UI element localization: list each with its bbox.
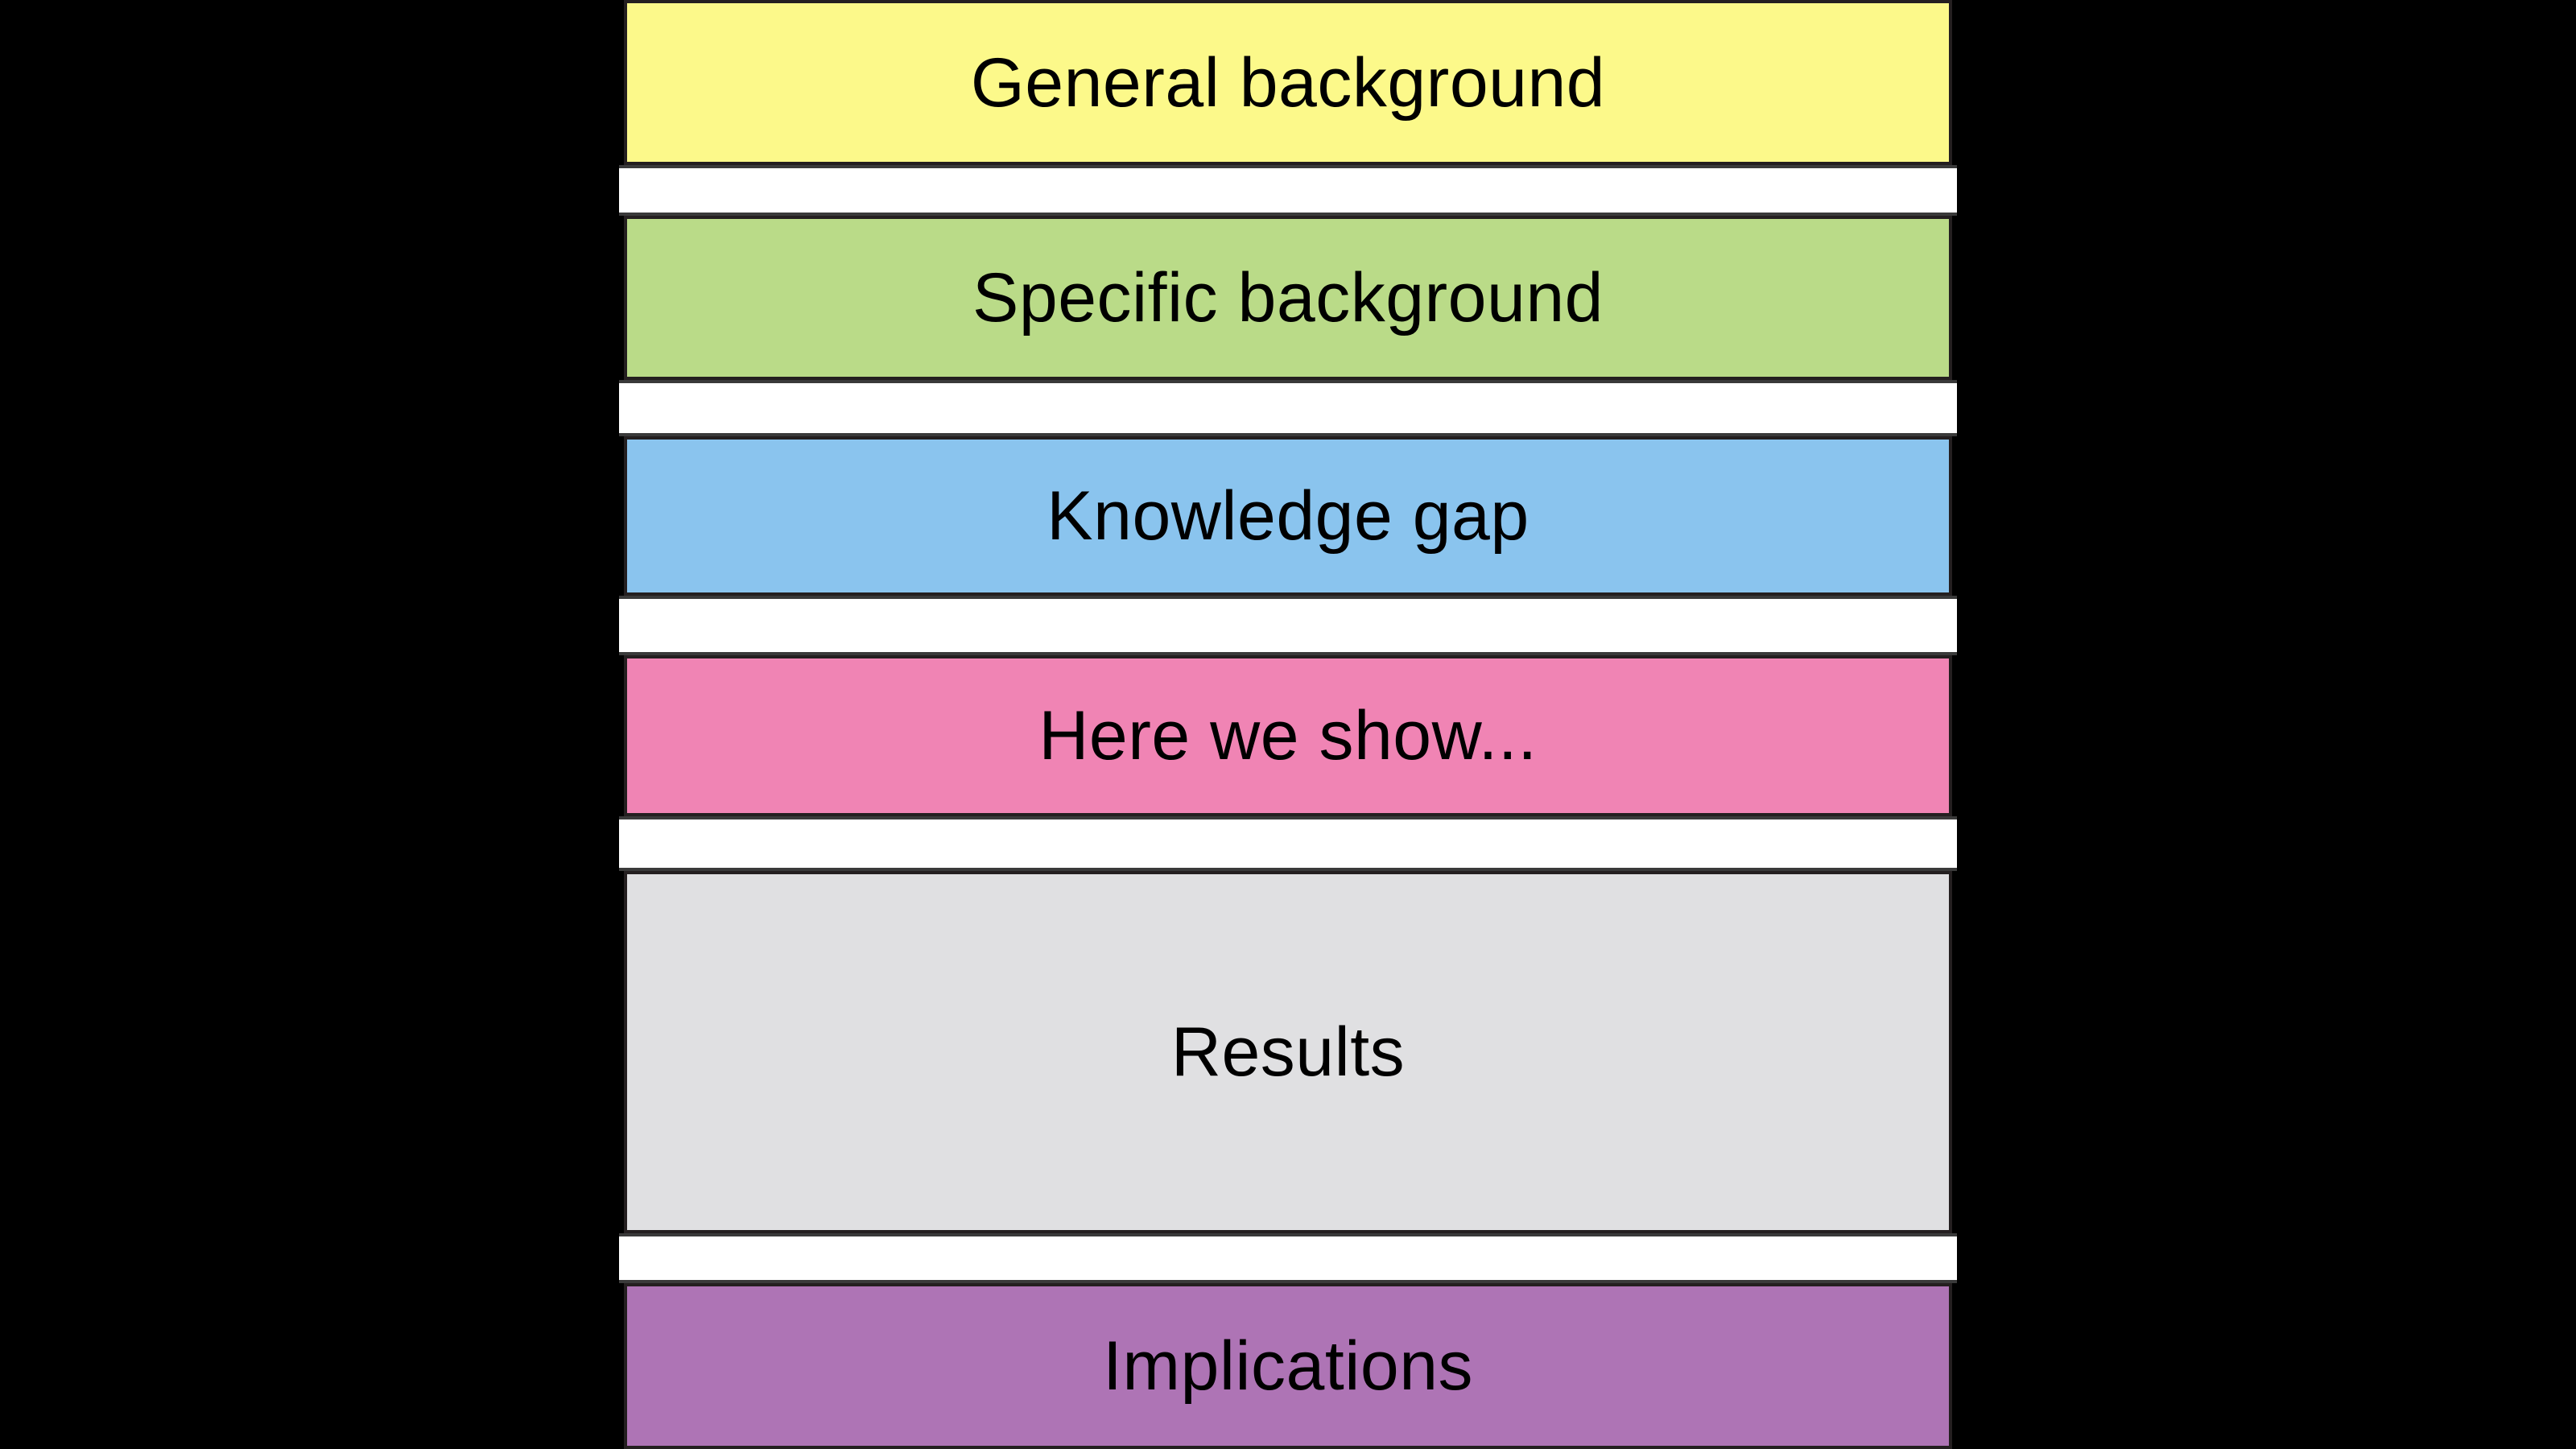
section-connector [619, 1233, 1957, 1283]
section-label-implications: Implications [1102, 1327, 1474, 1405]
section-connector [619, 165, 1957, 216]
section-connector [619, 816, 1957, 871]
section-bar-knowledge-gap[interactable]: Knowledge gap [624, 436, 1952, 596]
section-bar-specific-background[interactable]: Specific background [624, 216, 1952, 380]
section-bar-implications[interactable]: Implications [624, 1283, 1952, 1449]
section-label-knowledge-gap: Knowledge gap [1046, 477, 1530, 555]
section-label-specific-background: Specific background [972, 259, 1604, 336]
section-bar-here-we-show[interactable]: Here we show... [624, 655, 1952, 816]
section-bar-results[interactable]: Results [624, 871, 1952, 1233]
section-bar-general-background[interactable]: General background [624, 0, 1952, 165]
section-connector [619, 596, 1957, 655]
section-connector [619, 380, 1957, 436]
section-label-results: Results [1170, 1013, 1406, 1091]
section-label-here-we-show: Here we show... [1038, 697, 1538, 774]
section-label-general-background: General background [970, 43, 1606, 122]
